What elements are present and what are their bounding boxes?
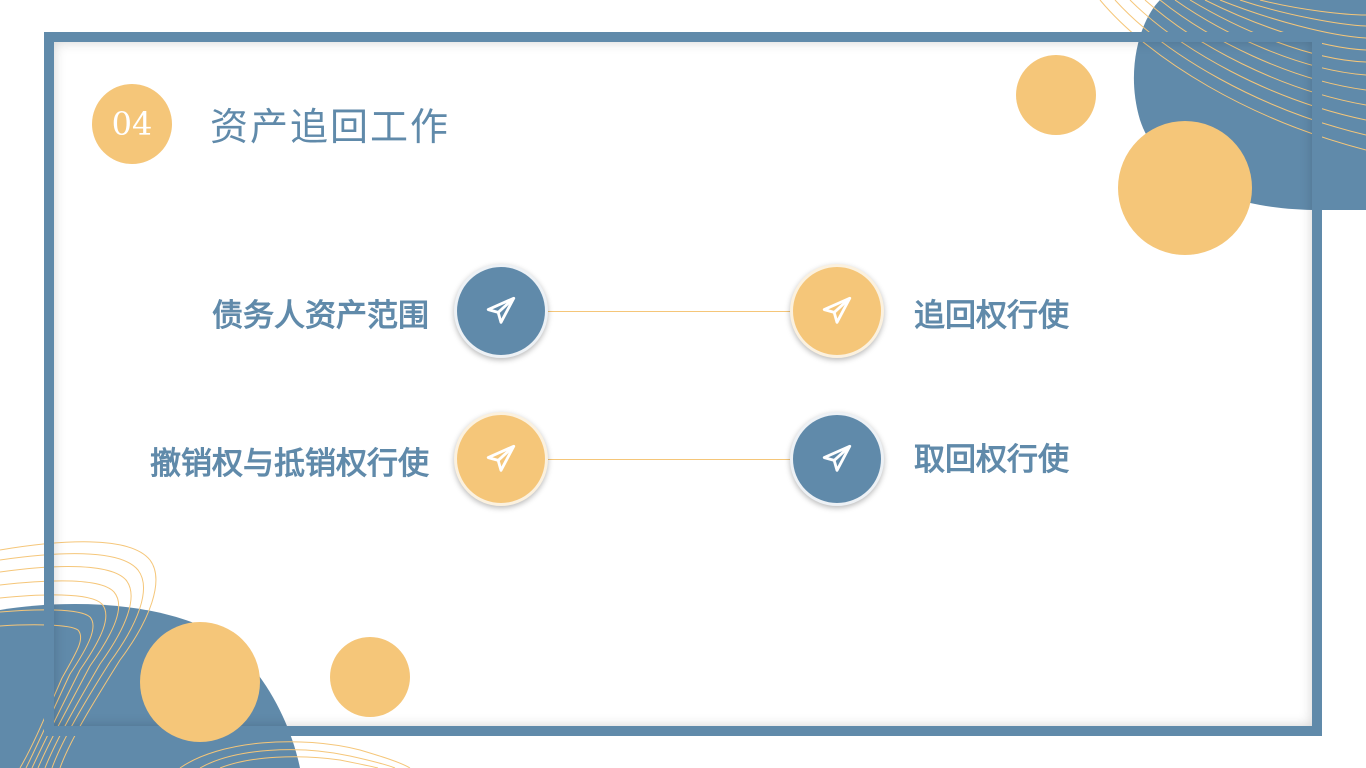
connector-line-top — [548, 311, 792, 312]
node-recovery-right[interactable] — [790, 264, 884, 358]
item-label-revocation-offset: 撤销权与抵销权行使 — [150, 446, 429, 482]
paper-plane-icon — [486, 444, 516, 472]
node-debtor-assets[interactable] — [454, 264, 548, 358]
circle-bottom-left-small — [330, 637, 410, 717]
section-number-badge: 04 — [92, 84, 172, 164]
item-label-debtor-assets: 债务人资产范围 — [212, 298, 429, 334]
circle-top-right-small — [1016, 55, 1096, 135]
content-frame — [44, 32, 1322, 736]
paper-plane-icon — [822, 444, 852, 472]
paper-plane-icon — [486, 296, 516, 324]
circle-top-right-large — [1118, 121, 1252, 255]
page-title: 资产追回工作 — [210, 105, 451, 149]
node-retrieval-right[interactable] — [790, 412, 884, 506]
node-revocation-offset[interactable] — [454, 412, 548, 506]
paper-plane-icon — [822, 296, 852, 324]
item-label-retrieval-right: 取回权行使 — [914, 442, 1069, 478]
item-label-recovery-right: 追回权行使 — [914, 298, 1069, 334]
top-right-contour-lines — [1099, 0, 1366, 151]
connector-line-bottom — [548, 459, 792, 460]
circle-bottom-left-large — [140, 622, 260, 742]
